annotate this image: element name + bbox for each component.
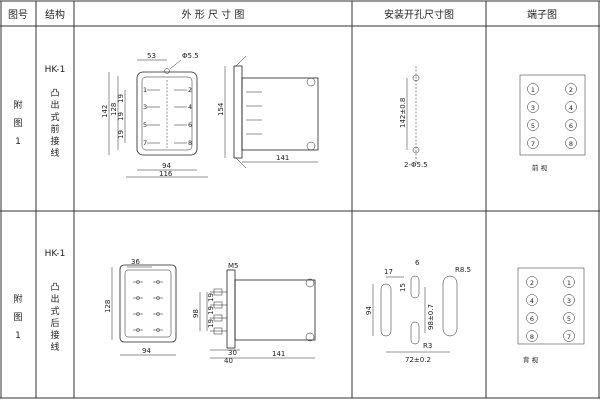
dimension-128: 128 (104, 300, 112, 313)
dimension-r8-5: R8.5 (455, 266, 471, 274)
dimension-40: 40 (224, 357, 233, 365)
structure-char: 前 (50, 123, 59, 135)
figure-label-char: 图 (13, 312, 22, 323)
terminal-diagram-front: 1 2 3 4 5 6 7 8 前 视 (519, 74, 586, 172)
terminal-number: 5 (531, 122, 535, 130)
dimension-19: 19 (207, 293, 215, 302)
dimension-94: 94 (365, 306, 373, 315)
cutout-front-diagram: 142±0.8 2-Φ5.5 (399, 66, 428, 169)
terminal-number: 6 (569, 122, 573, 130)
structure-char: 出 (50, 293, 59, 305)
model-label: HK-1 (45, 65, 66, 75)
structure-char: 凸 (50, 88, 59, 99)
figure-label-char: 附 (13, 293, 22, 305)
pin-number: 5 (143, 121, 147, 129)
dimension-30: 30 (228, 349, 237, 357)
dimension-m5: M5 (228, 262, 239, 270)
terminal-number: 1 (567, 279, 571, 287)
terminal-number: 5 (567, 315, 571, 323)
structure-char: 线 (50, 341, 59, 353)
structure-char: 式 (50, 305, 59, 317)
figure-label-char: 1 (15, 331, 21, 341)
dimension-94: 94 (142, 347, 151, 355)
dimension-141: 141 (276, 154, 289, 162)
dimension-154: 154 (217, 102, 225, 116)
pin-number: 7 (143, 139, 147, 147)
terminal-number: 4 (530, 297, 534, 305)
outline-side-view-rear: M5 98 19 19 19 30 40 141 (192, 262, 316, 365)
header-terminal-diagram: 端子图 (527, 8, 557, 21)
dimension-hole-2-phi-5-5: 2-Φ5.5 (404, 161, 428, 169)
structure-char: 接 (50, 329, 59, 341)
outline-front-view: 1 2 3 4 5 6 7 8 53 Φ5.5 142 128 19 19 19… (101, 52, 208, 178)
dimension-19: 19 (117, 94, 125, 103)
dimension-98-tolerance: 98±0.7 (427, 304, 435, 330)
figure-label-char: 附 (13, 99, 22, 111)
dimension-94: 94 (162, 162, 171, 170)
dimension-142-tolerance: 142±0.8 (399, 98, 407, 128)
dimension-98: 98 (192, 309, 200, 318)
dimension-19: 19 (117, 130, 125, 139)
pin-number: 1 (143, 86, 147, 94)
figure-label-char: 图 (13, 118, 22, 129)
dimension-19: 19 (117, 112, 125, 121)
pin-number: 6 (188, 121, 192, 129)
pin-number: 2 (188, 86, 192, 94)
structure-char: 出 (50, 99, 59, 111)
dimension-36: 36 (131, 258, 140, 266)
header-figure-no: 图号 (8, 9, 28, 21)
dimension-r3: R3 (423, 342, 432, 350)
dimension-19: 19 (207, 306, 215, 315)
terminal-diagram-rear: 2 1 4 3 6 5 8 7 背 视 (517, 267, 585, 364)
dimension-72-tolerance: 72±0.2 (405, 356, 431, 364)
structure-char: 凸 (50, 282, 59, 293)
row-2: 附 图 1 HK-1 凸 出 式 后 接 线 36 (13, 249, 585, 365)
terminal-number: 8 (530, 333, 534, 341)
structure-char: 接 (50, 135, 59, 147)
header-structure: 结构 (45, 8, 65, 21)
header-outline-dimensions: 外 形 尺 寸 图 (182, 8, 245, 21)
pin-number: 3 (143, 103, 147, 111)
dimension-116: 116 (159, 170, 173, 178)
terminal-caption: 背 视 (523, 355, 539, 364)
terminal-number: 2 (569, 86, 573, 94)
dimension-15: 15 (399, 283, 407, 292)
terminal-number: 4 (569, 104, 573, 112)
terminal-number: 7 (531, 140, 535, 148)
terminal-number: 1 (531, 86, 535, 94)
cutout-rear-diagram: 17 6 R8.5 15 94 98±0.7 R3 72±0.2 (365, 259, 471, 364)
model-label: HK-1 (45, 249, 66, 259)
header-cutout-dimensions: 安装开孔尺寸图 (384, 8, 454, 21)
dimension-141: 141 (272, 350, 285, 358)
terminal-number: 6 (530, 315, 534, 323)
structure-char: 式 (50, 111, 59, 123)
terminal-number: 8 (569, 140, 573, 148)
dimension-19: 19 (207, 319, 215, 328)
dimension-142: 142 (101, 105, 109, 118)
pin-number: 8 (188, 139, 192, 147)
dimension-17: 17 (384, 268, 393, 276)
dimension-6: 6 (415, 259, 420, 267)
terminal-caption: 前 视 (532, 163, 548, 172)
row-1: 附 图 1 HK-1 凸 出 式 前 接 线 1 2 3 4 5 (13, 52, 586, 178)
pin-number: 4 (188, 103, 192, 111)
dimension-128: 128 (110, 103, 118, 116)
terminal-number: 3 (567, 297, 571, 305)
structure-char: 后 (50, 318, 59, 329)
terminal-number: 2 (530, 279, 534, 287)
dimension-phi-5-5: Φ5.5 (182, 52, 199, 60)
terminal-number: 3 (531, 104, 535, 112)
outline-side-view: 154 141 (217, 55, 319, 169)
outline-front-view-rear: 36 128 94 (104, 258, 177, 356)
terminal-number: 7 (567, 333, 571, 341)
dimension-53: 53 (147, 52, 156, 60)
structure-char: 线 (50, 147, 59, 159)
figure-label-char: 1 (15, 137, 21, 147)
